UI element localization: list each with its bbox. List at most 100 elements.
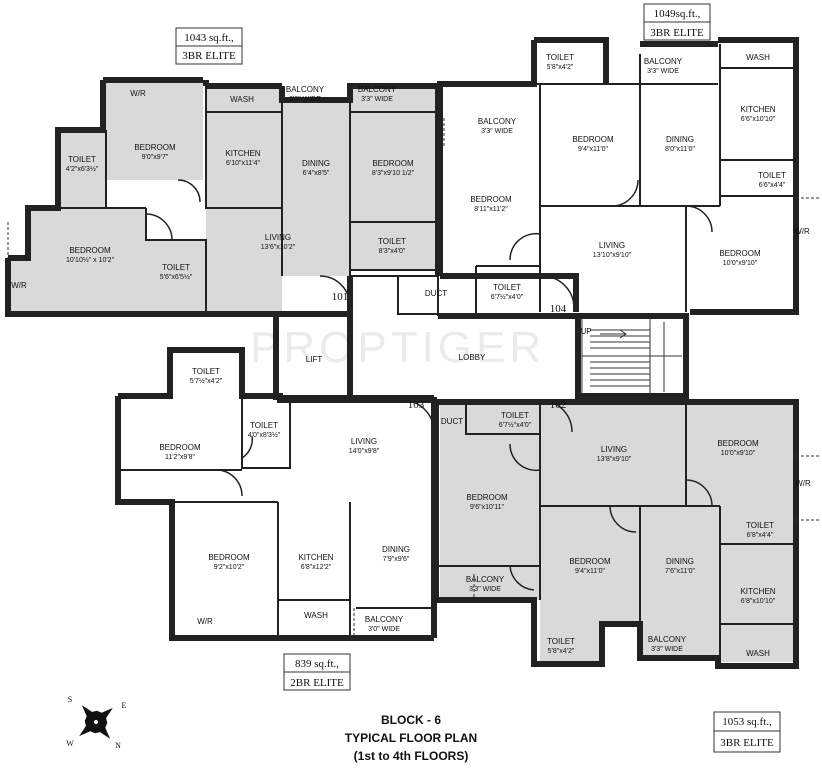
lift-label: LIFT xyxy=(306,355,323,364)
svg-text:3BR ELITE: 3BR ELITE xyxy=(182,50,236,62)
room-name-r101-10: DINING xyxy=(302,159,330,168)
room-name-r104-6: KITCHEN xyxy=(740,105,775,114)
room-dim-r102-8: 6'8"x10'10" xyxy=(741,598,776,605)
room-dim-r104-7: 6'6"x4'4" xyxy=(759,182,786,189)
room-name-r103-1: TOILET xyxy=(250,421,278,430)
walls xyxy=(5,37,820,669)
compass-s: S xyxy=(68,695,72,704)
unit-number-104: 104 xyxy=(550,303,567,315)
room-name-r103-9: BALCONY xyxy=(365,615,404,624)
room-name-r104-4: BEDROOM xyxy=(572,135,614,144)
room-dim-r101-12: 13'6"x10'2" xyxy=(261,244,296,251)
room-dim-r102-0: 6'7½"x4'0" xyxy=(499,421,532,429)
unit-103-box: 839 sq.ft., 2BR ELITE xyxy=(283,653,351,691)
room-dim-r101-10: 6'4"x8'5" xyxy=(303,170,330,177)
room-name-r101-13: TOILET xyxy=(378,237,406,246)
svg-text:3BR ELITE: 3BR ELITE xyxy=(650,27,704,39)
door-swings xyxy=(145,179,713,591)
room-dim-r103-6: 7'9"x9'6" xyxy=(383,556,410,563)
svg-text:1043 sq.ft.,: 1043 sq.ft., xyxy=(184,32,234,44)
room-name-r103-4: BEDROOM xyxy=(208,553,250,562)
room-name-r102-2: BEDROOM xyxy=(717,439,759,448)
room-name-r104-8: BEDROOM xyxy=(470,195,512,204)
room-dim-r104-10: 10'0"x9'10" xyxy=(723,260,758,267)
room-dim-r102-9: 3'3" WIDE xyxy=(469,586,501,593)
room-name-r101-0: W/R xyxy=(130,89,146,98)
duct-label-top: DUCT xyxy=(425,289,447,298)
unit-number-102: 102 xyxy=(550,399,567,411)
room-dim-r103-4: 9'2"x10'2" xyxy=(214,564,245,571)
room-dim-r102-1: 13'8"x9'10" xyxy=(597,456,632,463)
room-name-r101-8: BALCONY xyxy=(286,85,325,94)
room-name-r101-9: BALCONY xyxy=(358,85,397,94)
unit-102-box: 1053 sq.ft., 3BR ELITE xyxy=(713,711,781,753)
svg-text:1053 sq.ft.,: 1053 sq.ft., xyxy=(722,716,772,728)
room-dim-r103-3: 14'0"x9'8" xyxy=(349,448,380,455)
room-name-r101-5: TOILET xyxy=(162,263,190,272)
room-dim-r103-0: 5'7½"x4'2" xyxy=(190,377,223,385)
room-name-r102-9: BALCONY xyxy=(466,575,505,584)
unit-101-box: 1043 sq.ft., 3BR ELITE xyxy=(175,27,243,65)
unit-number-103: 103 xyxy=(408,399,425,411)
room-name-r101-2: TOILET xyxy=(68,155,96,164)
room-name-r103-8: WASH xyxy=(304,611,328,620)
room-dim-r104-9: 13'10"x9'10" xyxy=(593,252,632,259)
compass-e: E xyxy=(122,701,127,710)
room-name-r103-5: KITCHEN xyxy=(298,553,333,562)
room-dim-r102-6: 9'4"x11'0" xyxy=(575,568,606,575)
room-name-r102-7: DINING xyxy=(666,557,694,566)
room-name-r102-11: BALCONY xyxy=(648,635,687,644)
room-dim-r101-7: 6'10"x11'4" xyxy=(226,160,260,167)
room-dim-r102-10: 5'8"x4'2" xyxy=(548,648,575,655)
room-dim-r101-5: 5'6"x6'5½" xyxy=(160,273,193,281)
room-dim-r102-2: 10'0"x9'10" xyxy=(721,450,756,457)
room-name-r104-2: WASH xyxy=(746,53,770,62)
room-dim-r101-9: 3'3" WIDE xyxy=(361,96,393,103)
room-name-r102-4: BEDROOM xyxy=(466,493,508,502)
room-dim-r104-6: 6'6"x10'10" xyxy=(741,116,776,123)
room-dim-r103-5: 6'8"x12'2" xyxy=(301,564,332,571)
room-name-r104-0: TOILET xyxy=(546,53,574,62)
unit-104-box: 1049sq.ft., 3BR ELITE xyxy=(643,3,711,41)
room-dim-r104-5: 8'0"x11'0" xyxy=(665,146,696,153)
room-name-r103-2: BEDROOM xyxy=(159,443,201,452)
room-name-r102-5: TOILET xyxy=(746,521,774,530)
unit-number-101: 101 xyxy=(332,291,349,303)
room-name-r101-11: BEDROOM xyxy=(372,159,414,168)
room-name-r102-6: BEDROOM xyxy=(569,557,611,566)
room-dim-r101-2: 4'2"x6'3½" xyxy=(66,165,99,173)
room-dim-r102-11: 3'3" WIDE xyxy=(651,646,683,653)
svg-text:2BR ELITE: 2BR ELITE xyxy=(290,677,344,689)
room-name-r103-6: DINING xyxy=(382,545,410,554)
room-name-r103-3: LIVING xyxy=(351,437,377,446)
room-dim-r101-11: 8'3"x9'10 1/2" xyxy=(372,170,415,177)
room-name-r103-7: W/R xyxy=(197,617,213,626)
room-dim-r104-4: 9'4"x11'0" xyxy=(578,146,609,153)
room-dim-r104-12: 6'7½"x4'0" xyxy=(491,293,524,301)
room-name-r101-6: WASH xyxy=(230,95,254,104)
room-dim-r101-3: 10'10½" x 10'2" xyxy=(66,256,115,264)
room-name-r102-1: LIVING xyxy=(601,445,627,454)
room-dim-r103-9: 3'0" WIDE xyxy=(368,626,400,633)
room-dim-r104-0: 5'8"x4'2" xyxy=(547,64,574,71)
room-name-r104-9: LIVING xyxy=(599,241,625,250)
room-name-r101-12: LIVING xyxy=(265,233,291,242)
title-line2: TYPICAL FLOOR PLAN xyxy=(345,731,477,745)
svg-text:3BR ELITE: 3BR ELITE xyxy=(720,737,774,749)
room-dim-r102-5: 6'8"x4'4" xyxy=(747,532,774,539)
room-name-r101-7: KITCHEN xyxy=(225,149,260,158)
room-dim-r102-4: 9'6"x10'11" xyxy=(470,504,504,511)
room-dim-r101-1: 9'0"x9'7" xyxy=(142,154,169,161)
svg-text:1049sq.ft.,: 1049sq.ft., xyxy=(654,8,701,20)
room-name-r102-12: WASH xyxy=(746,649,770,658)
compass-n: N xyxy=(115,741,121,750)
room-name-r104-1: BALCONY xyxy=(478,117,517,126)
room-dim-r103-1: 4'0"x8'3½" xyxy=(248,431,281,439)
room-labels: W/RBEDROOM9'0"x9'7"TOILET4'2"x6'3½"BEDRO… xyxy=(11,53,811,658)
room-name-r102-0: TOILET xyxy=(501,411,529,420)
duct-label-bottom: DUCT xyxy=(441,417,463,426)
room-name-r103-0: TOILET xyxy=(192,367,220,376)
room-name-r101-1: BEDROOM xyxy=(134,143,176,152)
room-name-r102-8: KITCHEN xyxy=(740,587,775,596)
